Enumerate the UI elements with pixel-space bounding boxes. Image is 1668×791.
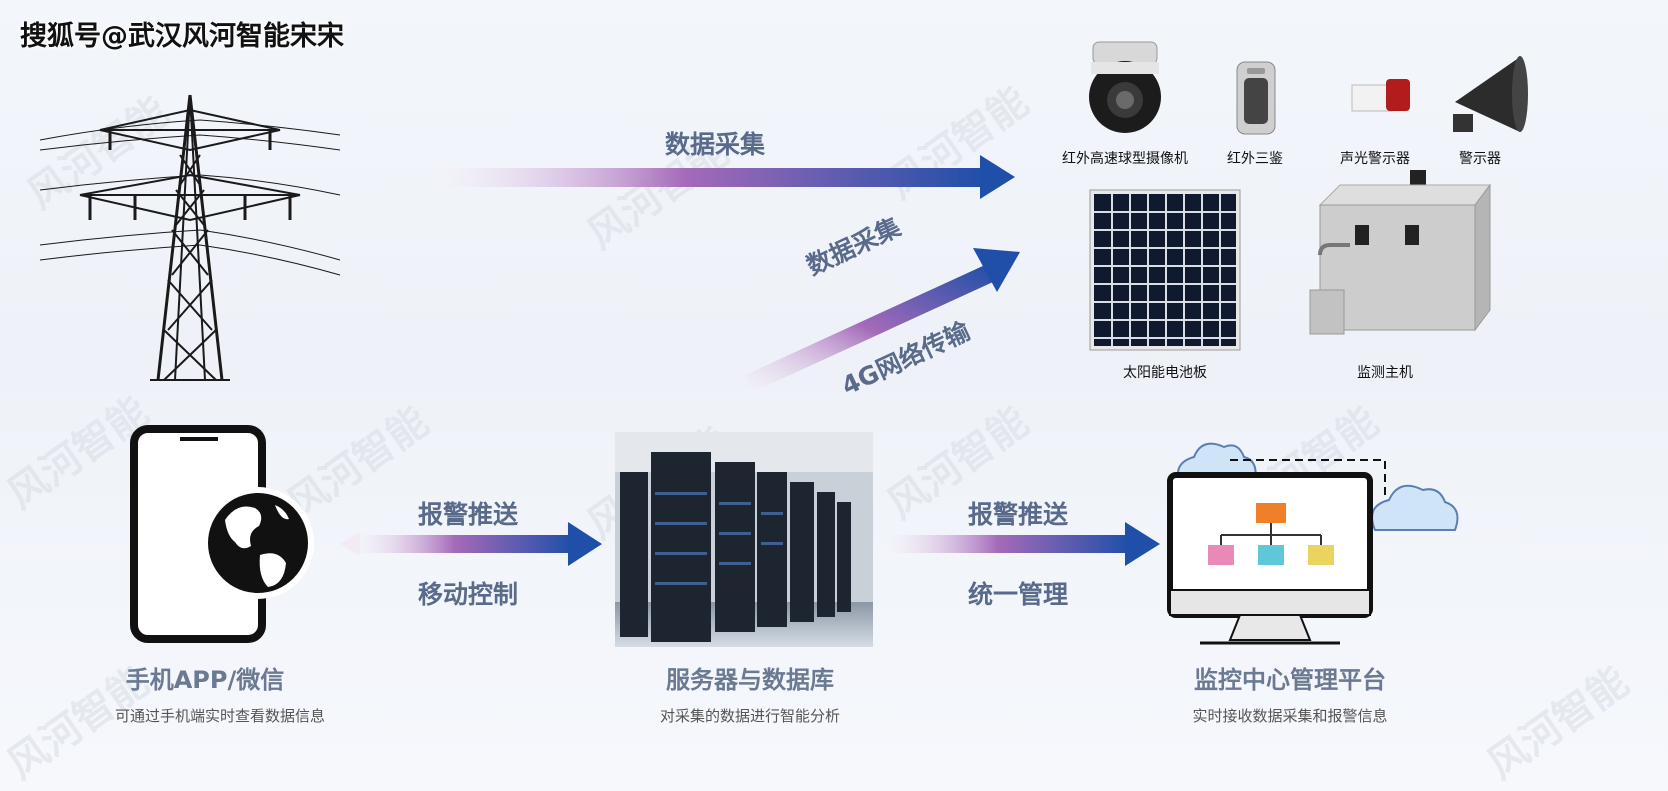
arrow-data-collect-top [440, 155, 1015, 199]
node-sub-phone: 可通过手机端实时查看数据信息 [114, 707, 325, 725]
server-room-image [615, 432, 873, 647]
node-title-server: 服务器与数据库 [666, 666, 834, 694]
svg-text:风河智能: 风河智能 [1479, 659, 1636, 788]
device-label-camera: 红外高速球型摄像机 [1062, 151, 1188, 167]
arrow-label-right-lower: 统一管理 [968, 580, 1069, 609]
arrow-label-top: 数据采集 [665, 130, 766, 159]
device-label-host: 监测主机 [1357, 365, 1413, 381]
arrow-phone-server [340, 522, 602, 566]
device-label-alarm-light: 声光警示器 [1340, 151, 1410, 167]
node-sub-platform: 实时接收数据采集和报警信息 [1192, 707, 1388, 725]
ir-sensor-icon [1236, 61, 1276, 135]
device-label-ir-sensor: 红外三鉴 [1227, 151, 1283, 167]
alarm-light-icon [1351, 79, 1410, 112]
node-title-platform: 监控中心管理平台 [1194, 666, 1386, 694]
power-tower-icon [39, 94, 341, 381]
node-sub-server: 对采集的数据进行智能分析 [659, 707, 840, 725]
monitoring-host-icon [1309, 170, 1491, 335]
node-title-phone: 手机APP/微信 [125, 666, 285, 694]
arrow-label-right-upper: 报警推送 [968, 500, 1069, 529]
solar-panel-icon [1089, 189, 1241, 351]
device-label-solar: 太阳能电池板 [1123, 365, 1207, 381]
arrow-label-left-upper: 报警推送 [418, 500, 519, 529]
monitor-platform-icon [1167, 442, 1459, 645]
horn-icon [1453, 56, 1528, 132]
source-watermark: 搜狐号@武汉风河智能宋宋 [20, 21, 344, 52]
arrow-data-collect-diagonal [745, 248, 1020, 392]
arrow-label-left-lower: 移动控制 [418, 580, 519, 609]
arrow-server-platform [890, 522, 1160, 566]
phone-icon [130, 425, 314, 643]
camera-icon [1089, 41, 1161, 133]
device-label-horn: 警示器 [1459, 151, 1501, 167]
